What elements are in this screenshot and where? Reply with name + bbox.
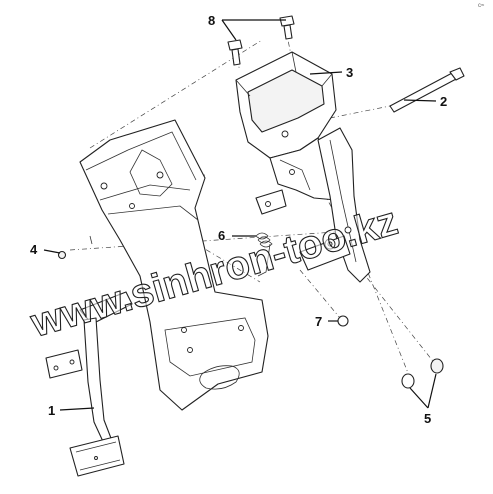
nut: [337, 315, 349, 327]
clip: [57, 235, 93, 260]
pivot-pin: [389, 67, 465, 113]
bushings: [401, 358, 444, 389]
corner-mark: c≈: [478, 3, 485, 9]
return-spring: [255, 232, 273, 277]
callout-7: 7: [315, 314, 322, 329]
callout-2: 2: [440, 94, 447, 109]
callout-3: 3: [346, 65, 353, 80]
pedal-housing: [235, 51, 341, 215]
mounting-bolts: [227, 15, 295, 66]
callout-6: 6: [218, 228, 225, 243]
pedal-arm: [45, 291, 133, 477]
callout-1: 1: [48, 403, 55, 418]
support-column: [299, 127, 371, 283]
bracket-plate: [79, 119, 269, 411]
callout-8: 8: [208, 13, 215, 28]
callout-4: 4: [30, 242, 38, 257]
leader-lines: [43, 19, 437, 411]
callout-5: 5: [424, 411, 431, 426]
